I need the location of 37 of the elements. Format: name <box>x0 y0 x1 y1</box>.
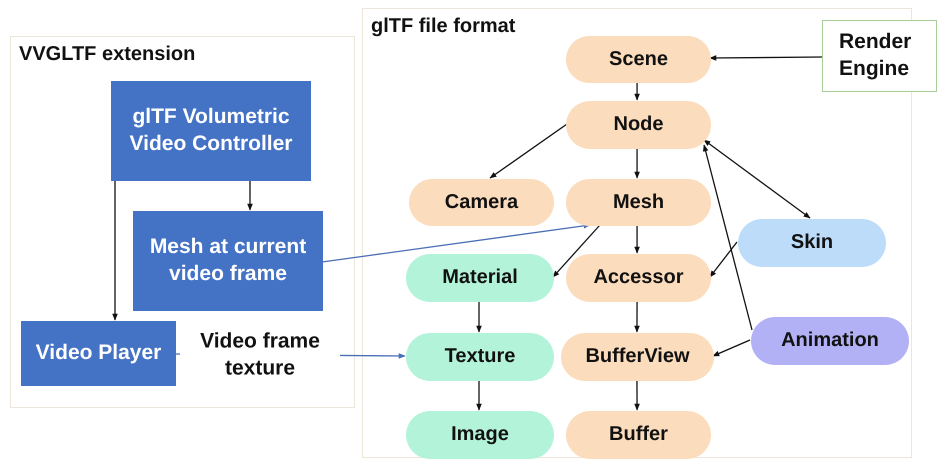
arrow <box>247 180 253 211</box>
arrow <box>490 123 568 179</box>
rounded-node: Accessor <box>566 254 711 302</box>
process-box: Video Player <box>21 321 176 386</box>
arrow <box>634 380 640 411</box>
arrow <box>634 301 640 333</box>
arrow <box>634 225 640 254</box>
arrow <box>552 224 600 278</box>
process-box: glTF Volumetric Video Controller <box>111 81 311 181</box>
rounded-node: Material <box>406 254 554 302</box>
arrow <box>634 82 640 101</box>
rounded-node: Node <box>566 101 711 149</box>
arrow <box>702 144 753 330</box>
rounded-node: Camera <box>409 179 554 226</box>
panel-title: glTF file format <box>371 15 516 38</box>
external-box: Render Engine <box>822 20 937 92</box>
rounded-node: Scene <box>566 36 711 83</box>
rounded-node: Animation <box>751 317 909 365</box>
rounded-node: Texture <box>406 333 554 381</box>
arrow <box>476 301 482 333</box>
arrow <box>322 223 591 263</box>
rounded-node: Image <box>406 411 554 459</box>
rounded-node: Skin <box>738 219 886 267</box>
arrow <box>709 55 822 61</box>
group-panel <box>362 8 912 458</box>
rounded-node: Buffer <box>566 411 711 459</box>
arrow <box>476 380 482 411</box>
group-panel <box>10 36 355 408</box>
arrow <box>634 148 640 179</box>
rounded-node: BufferView <box>561 333 714 381</box>
arrow <box>709 242 738 278</box>
process-box: Mesh at current video frame <box>133 211 323 311</box>
arrow <box>712 339 750 357</box>
panel-title: VVGLTF extension <box>19 43 196 66</box>
arrow <box>704 139 811 219</box>
arrow <box>112 180 118 321</box>
rounded-node: Mesh <box>566 179 711 226</box>
